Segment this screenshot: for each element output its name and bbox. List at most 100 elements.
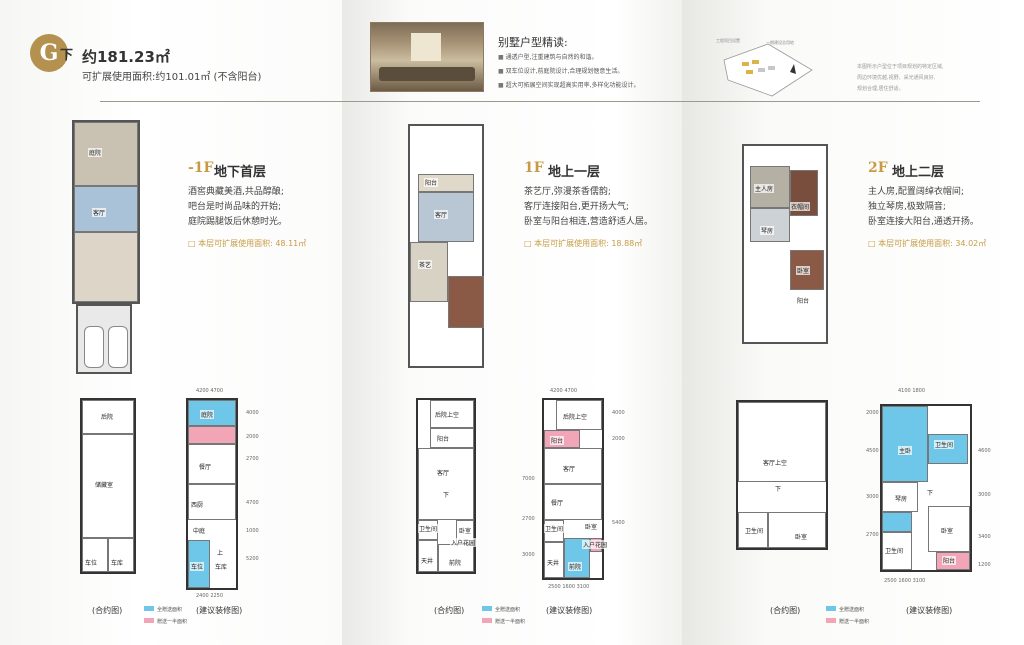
plan-b1-suggested: 庭院 餐厅 西厨 中庭 车位 车库 上 bbox=[186, 398, 238, 590]
room-label: 阳台 bbox=[424, 178, 439, 187]
room-label: 卫生间 bbox=[934, 440, 955, 449]
room-label: 入户花园 bbox=[582, 540, 609, 549]
room-label: 车库 bbox=[214, 562, 229, 571]
room-label: 卧室 bbox=[940, 526, 955, 535]
room-label: 卧室 bbox=[458, 526, 473, 535]
floor-desc: 卧室连接大阳台,通透开扬。 bbox=[868, 217, 979, 227]
room-label: 后院 bbox=[100, 412, 115, 421]
caption-original: (合约图) bbox=[434, 606, 465, 615]
legend-blue: 全赠送面积 bbox=[839, 607, 865, 613]
legend-pink-swatch bbox=[826, 618, 836, 623]
floor-desc: 卧室与阳台相连,营造舒适人居。 bbox=[524, 217, 653, 227]
room-label: 入户花园 bbox=[450, 538, 477, 547]
room-label: 餐厅 bbox=[550, 498, 565, 507]
floor-tag: -1F bbox=[188, 160, 214, 176]
area-extendable: 可扩展使用面积:约101.01㎡ (不含阳台) bbox=[82, 72, 262, 83]
caption-suggested: (建议装修图) bbox=[196, 606, 243, 615]
dimension: 4000 bbox=[612, 410, 625, 416]
floor-desc: 茶艺厅,弥漫茶香儒韵; bbox=[524, 187, 611, 197]
room-label: 卧室 bbox=[794, 532, 809, 541]
room-label: 车位 bbox=[84, 558, 99, 567]
site-label: 工程项目设置 bbox=[716, 38, 740, 43]
room-label: 阳台 bbox=[796, 296, 811, 305]
dimension: 4000 bbox=[246, 410, 259, 416]
room-label: 下 bbox=[442, 490, 451, 499]
room-label: 后院上空 bbox=[434, 410, 461, 419]
floor-ext-area: 本层可扩展使用面积: 48.11㎡ bbox=[188, 238, 306, 249]
site-plan-map bbox=[723, 43, 813, 97]
legend-blue-swatch bbox=[144, 606, 154, 611]
room-label: 下 bbox=[926, 488, 935, 497]
interior-photo bbox=[370, 22, 484, 92]
room-label: 后院上空 bbox=[562, 412, 589, 421]
floor-ext-area: 本层可扩展使用面积: 18.88㎡ bbox=[524, 238, 642, 249]
floor-desc: 独立琴房,极致隔音; bbox=[868, 202, 946, 212]
legend-blue-swatch bbox=[826, 606, 836, 611]
header-rule bbox=[100, 101, 980, 102]
plan-3d-b1: 庭院 客厅 bbox=[72, 120, 140, 304]
intro-item: 通透户型,注重建筑与自然的和谐。 bbox=[498, 52, 598, 61]
dimension: 3400 bbox=[978, 534, 991, 540]
plan-3d-2f: 主人房 衣帽间 琴房 卧室 阳台 bbox=[742, 144, 828, 344]
legend-pink-swatch bbox=[482, 618, 492, 623]
floor-name: 地上一层 bbox=[548, 165, 601, 180]
dimension: 4100 1800 bbox=[898, 388, 926, 394]
room-label: 阳台 bbox=[550, 436, 565, 445]
room-label: 庭院 bbox=[88, 148, 103, 157]
dimension: 4700 bbox=[246, 500, 259, 506]
dimension: 4600 bbox=[978, 448, 991, 454]
room-label: 卫生间 bbox=[884, 546, 905, 555]
courtyard bbox=[74, 122, 138, 186]
room-label: 餐厅 bbox=[198, 462, 213, 471]
room-label: 阳台 bbox=[436, 434, 451, 443]
dimension: 2700 bbox=[866, 532, 879, 538]
tea-room bbox=[410, 242, 448, 302]
dimension: 3000 bbox=[522, 552, 535, 558]
dimension: 2000 bbox=[866, 410, 879, 416]
room-label: 车位 bbox=[190, 562, 205, 571]
page-middle bbox=[342, 0, 682, 645]
floor-desc: 吧台是时尚品味的开始; bbox=[188, 202, 282, 212]
site-label: 一期建设总用地 bbox=[766, 40, 794, 45]
dimension: 2500 1600 3100 bbox=[884, 578, 926, 584]
room-label: 卧室 bbox=[584, 522, 599, 531]
floor-name: 地下首层 bbox=[214, 165, 267, 180]
room-label: 前院 bbox=[568, 562, 583, 571]
floor-desc: 酒窖典藏美酒,共品醇酿; bbox=[188, 187, 284, 197]
room-label: 主人房 bbox=[754, 184, 775, 193]
bedroom bbox=[790, 250, 824, 290]
room-label: 客厅 bbox=[436, 468, 451, 477]
dimension: 2700 bbox=[522, 516, 535, 522]
plan-2f-original: 客厅上空 下 卫生间 卧室 bbox=[736, 400, 828, 550]
room-label: 衣帽间 bbox=[790, 202, 811, 211]
room-label: 茶艺 bbox=[418, 260, 433, 269]
piano-room bbox=[750, 208, 790, 242]
dimension: 3000 bbox=[978, 492, 991, 498]
room-label: 上 bbox=[216, 548, 225, 557]
dimension: 2500 1600 3100 bbox=[548, 584, 590, 590]
area-main: 约181.23㎡ bbox=[82, 48, 170, 66]
dimension: 7000 bbox=[522, 476, 535, 482]
dimension: 2400 2250 bbox=[196, 593, 224, 599]
legend-pink: 赠送一半面积 bbox=[157, 619, 188, 625]
legend-pink-swatch bbox=[144, 618, 154, 623]
intro-title: 别墅户型精读: bbox=[498, 36, 568, 49]
legend-pink: 赠送一半面积 bbox=[839, 619, 870, 625]
dimension: 1200 bbox=[978, 562, 991, 568]
garage-3d bbox=[76, 304, 132, 374]
dimension: 2000 bbox=[612, 436, 625, 442]
room-label: 天井 bbox=[546, 558, 561, 567]
room-label: 天井 bbox=[420, 556, 435, 565]
plan-1f-original: 后院上空 阳台 客厅 下 卫生间 卧室 天井 前院 入户花园 bbox=[416, 398, 477, 574]
floor-heading: 1F bbox=[524, 160, 544, 176]
floor-heading: -1F bbox=[188, 160, 214, 176]
site-text: 规划合理,居住舒适。 bbox=[857, 86, 904, 92]
room-label: 卫生间 bbox=[544, 524, 565, 533]
room-label: 琴房 bbox=[894, 494, 909, 503]
legend-pink: 赠送一半面积 bbox=[495, 619, 526, 625]
room-label: 庭院 bbox=[200, 410, 215, 419]
floor-heading: 2F bbox=[868, 160, 888, 176]
dimension: 5400 bbox=[612, 520, 625, 526]
room-label: 卧室 bbox=[796, 266, 811, 275]
bedroom bbox=[448, 276, 484, 328]
